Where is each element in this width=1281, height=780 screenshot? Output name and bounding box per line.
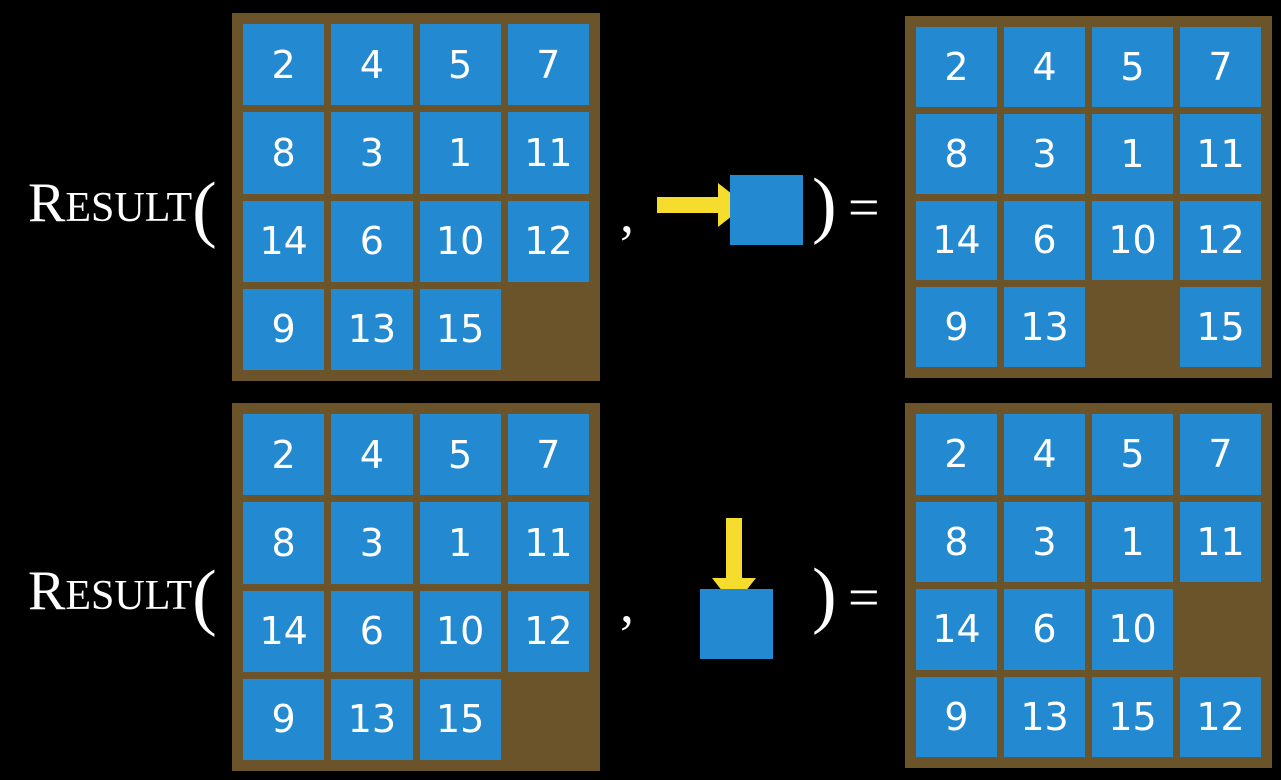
tile[interactable]: 8 bbox=[916, 501, 997, 582]
tile[interactable]: 12 bbox=[507, 200, 589, 282]
blank-slot[interactable] bbox=[1180, 589, 1261, 670]
tile[interactable]: 1 bbox=[1092, 501, 1173, 582]
tile[interactable]: 2 bbox=[916, 414, 997, 495]
close-paren-row-1: ) bbox=[812, 164, 837, 246]
tile[interactable]: 4 bbox=[331, 24, 413, 106]
tile[interactable]: 1 bbox=[419, 502, 501, 584]
tile[interactable]: 11 bbox=[1180, 501, 1261, 582]
tile[interactable]: 1 bbox=[1092, 113, 1173, 194]
input-board-row-1[interactable]: 2 4 5 7 8 3 1 11 14 6 10 12 9 13 15 bbox=[232, 13, 600, 381]
tile[interactable]: 2 bbox=[243, 414, 325, 496]
argument-separator-comma-row-1: , bbox=[620, 183, 634, 245]
tile[interactable]: 5 bbox=[1092, 414, 1173, 495]
tile[interactable]: 4 bbox=[1004, 414, 1085, 495]
tile[interactable]: 3 bbox=[1004, 113, 1085, 194]
tile[interactable]: 3 bbox=[331, 112, 413, 194]
slide-down-action-row-2 bbox=[690, 510, 800, 670]
tile[interactable]: 15 bbox=[419, 288, 501, 370]
tile[interactable]: 7 bbox=[507, 24, 589, 106]
tile[interactable]: 2 bbox=[243, 24, 325, 106]
tile[interactable]: 14 bbox=[243, 590, 325, 672]
tile[interactable]: 10 bbox=[1092, 589, 1173, 670]
tile[interactable]: 6 bbox=[1004, 200, 1085, 281]
equals-sign-row-2: = bbox=[848, 567, 880, 629]
tile[interactable]: 13 bbox=[331, 678, 413, 760]
blank-slot[interactable] bbox=[1092, 287, 1173, 367]
tile[interactable]: 4 bbox=[1004, 27, 1085, 107]
tile[interactable]: 6 bbox=[331, 200, 413, 282]
tile[interactable]: 8 bbox=[243, 112, 325, 194]
result-label-rest-row-2: ESULT bbox=[65, 573, 193, 620]
tile[interactable]: 9 bbox=[916, 676, 997, 757]
tile[interactable]: 6 bbox=[331, 590, 413, 672]
tile[interactable]: 8 bbox=[916, 113, 997, 194]
blank-slot[interactable] bbox=[508, 679, 589, 760]
tile[interactable]: 15 bbox=[1180, 287, 1261, 367]
tile[interactable]: 8 bbox=[243, 502, 325, 584]
moving-tile-square[interactable] bbox=[730, 175, 803, 245]
tile[interactable]: 7 bbox=[1180, 27, 1261, 107]
moving-tile-square[interactable] bbox=[700, 589, 773, 659]
tile[interactable]: 14 bbox=[243, 200, 325, 282]
slide-right-action-row-1 bbox=[650, 170, 810, 255]
tile[interactable]: 13 bbox=[331, 288, 413, 370]
tile[interactable]: 5 bbox=[1092, 27, 1173, 107]
tile[interactable]: 9 bbox=[243, 288, 325, 370]
output-board-row-2[interactable]: 2 4 5 7 8 3 1 11 14 6 10 9 13 15 12 bbox=[905, 403, 1272, 768]
result-label-open-paren-row-2: ( bbox=[192, 556, 217, 638]
tile[interactable]: 9 bbox=[916, 287, 997, 367]
result-function-label-row-2: RESULT( bbox=[28, 560, 217, 634]
tile[interactable]: 2 bbox=[916, 27, 997, 107]
tile[interactable]: 15 bbox=[419, 678, 501, 760]
blank-slot[interactable] bbox=[508, 289, 589, 370]
argument-separator-comma-row-2: , bbox=[620, 573, 634, 635]
tile[interactable]: 6 bbox=[1004, 589, 1085, 670]
tile[interactable]: 13 bbox=[1004, 287, 1085, 367]
tile[interactable]: 11 bbox=[1180, 113, 1261, 194]
tile[interactable]: 11 bbox=[507, 502, 589, 584]
tile[interactable]: 4 bbox=[331, 414, 413, 496]
tile[interactable]: 9 bbox=[243, 678, 325, 760]
tile[interactable]: 5 bbox=[419, 24, 501, 106]
result-label-open-paren-row-1: ( bbox=[192, 168, 217, 250]
tile[interactable]: 10 bbox=[1092, 200, 1173, 281]
tile[interactable]: 14 bbox=[916, 200, 997, 281]
tile[interactable]: 12 bbox=[1180, 676, 1261, 757]
close-paren-row-2: ) bbox=[812, 554, 837, 636]
tile[interactable]: 7 bbox=[1180, 414, 1261, 495]
result-function-label-row-1: RESULT( bbox=[28, 172, 217, 246]
tile[interactable]: 13 bbox=[1004, 676, 1085, 757]
result-label-initial-row-1: R bbox=[28, 172, 66, 235]
arrow-down-icon-shaft bbox=[726, 518, 742, 580]
tile[interactable]: 12 bbox=[507, 590, 589, 672]
result-label-initial-row-2: R bbox=[28, 560, 66, 623]
tile[interactable]: 1 bbox=[419, 112, 501, 194]
tile[interactable]: 12 bbox=[1180, 200, 1261, 281]
tile[interactable]: 11 bbox=[507, 112, 589, 194]
tile[interactable]: 10 bbox=[419, 590, 501, 672]
tile[interactable]: 5 bbox=[419, 414, 501, 496]
tile[interactable]: 14 bbox=[916, 589, 997, 670]
tile[interactable]: 10 bbox=[419, 200, 501, 282]
arrow-right-icon-shaft bbox=[657, 197, 719, 213]
tile[interactable]: 7 bbox=[507, 414, 589, 496]
tile[interactable]: 15 bbox=[1092, 676, 1173, 757]
input-board-row-2[interactable]: 2 4 5 7 8 3 1 11 14 6 10 12 9 13 15 bbox=[232, 403, 600, 771]
tile[interactable]: 3 bbox=[1004, 501, 1085, 582]
result-label-rest-row-1: ESULT bbox=[65, 185, 193, 232]
tile[interactable]: 3 bbox=[331, 502, 413, 584]
equals-sign-row-1: = bbox=[848, 177, 880, 239]
output-board-row-1[interactable]: 2 4 5 7 8 3 1 11 14 6 10 12 9 13 15 bbox=[905, 16, 1272, 378]
